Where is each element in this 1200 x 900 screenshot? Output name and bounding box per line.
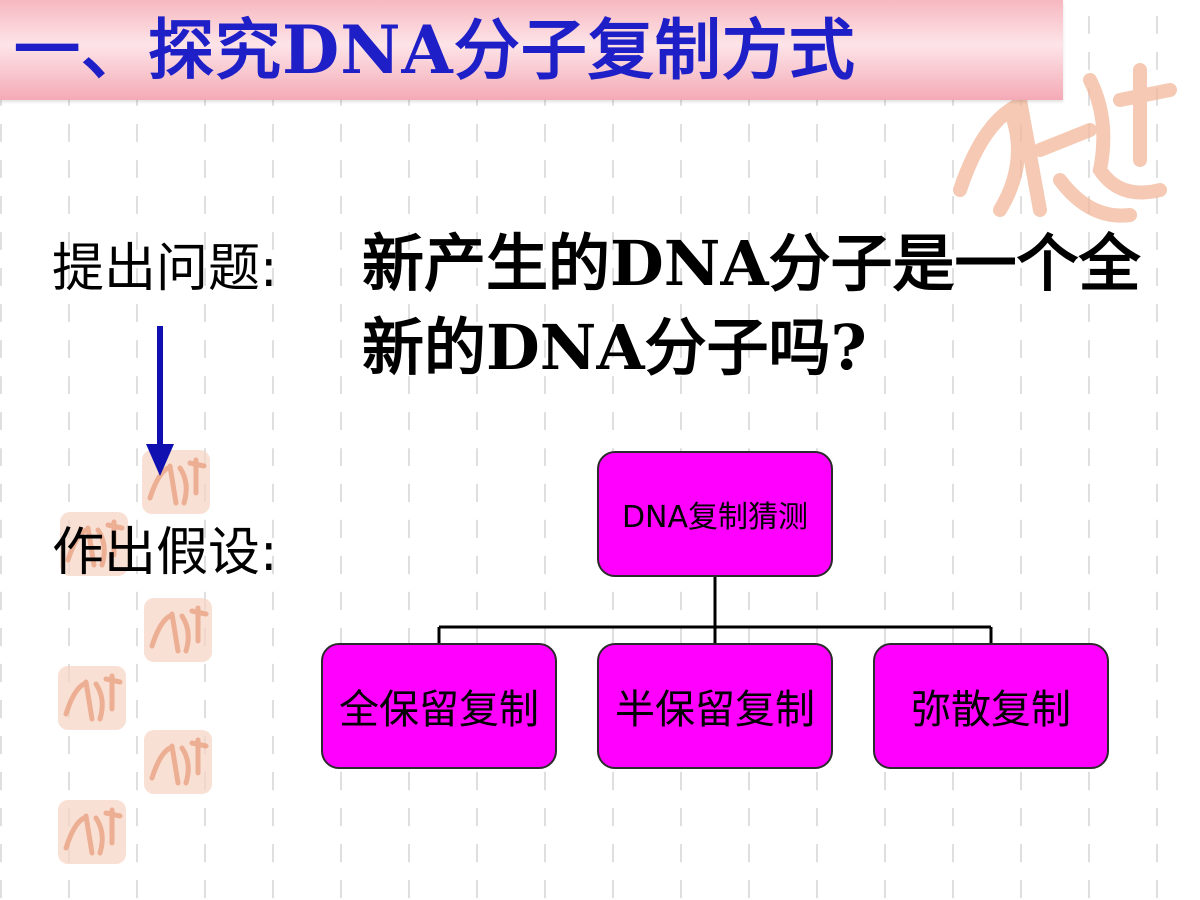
- seal-stamp-icon: [56, 798, 128, 866]
- diagram-node-full-conservative: 全保留复制: [321, 643, 557, 769]
- seal-stamp-icon: [142, 596, 214, 664]
- slide-title: 一、探究DNA分子复制方式: [14, 11, 856, 89]
- arrow-down-icon: [140, 326, 180, 482]
- question-text: 新产生的DNA分子是一个全新的DNA分子吗?: [362, 227, 1141, 384]
- diagram-root-node: DNA复制猜测: [597, 451, 833, 577]
- seal-stamp-icon: [142, 728, 214, 796]
- seal-stamp-icon: [58, 510, 130, 578]
- seal-stamp-icon: [56, 664, 128, 732]
- diagram-node-semi-conservative: 半保留复制: [597, 643, 833, 769]
- hypothesis-label: 作出假设:: [52, 523, 278, 583]
- question-label: 提出问题:: [52, 239, 278, 299]
- diagram-node-dispersive: 弥散复制: [873, 643, 1109, 769]
- title-bar: 一、探究DNA分子复制方式: [0, 0, 1063, 100]
- seal-stamp-icon: [940, 40, 1190, 240]
